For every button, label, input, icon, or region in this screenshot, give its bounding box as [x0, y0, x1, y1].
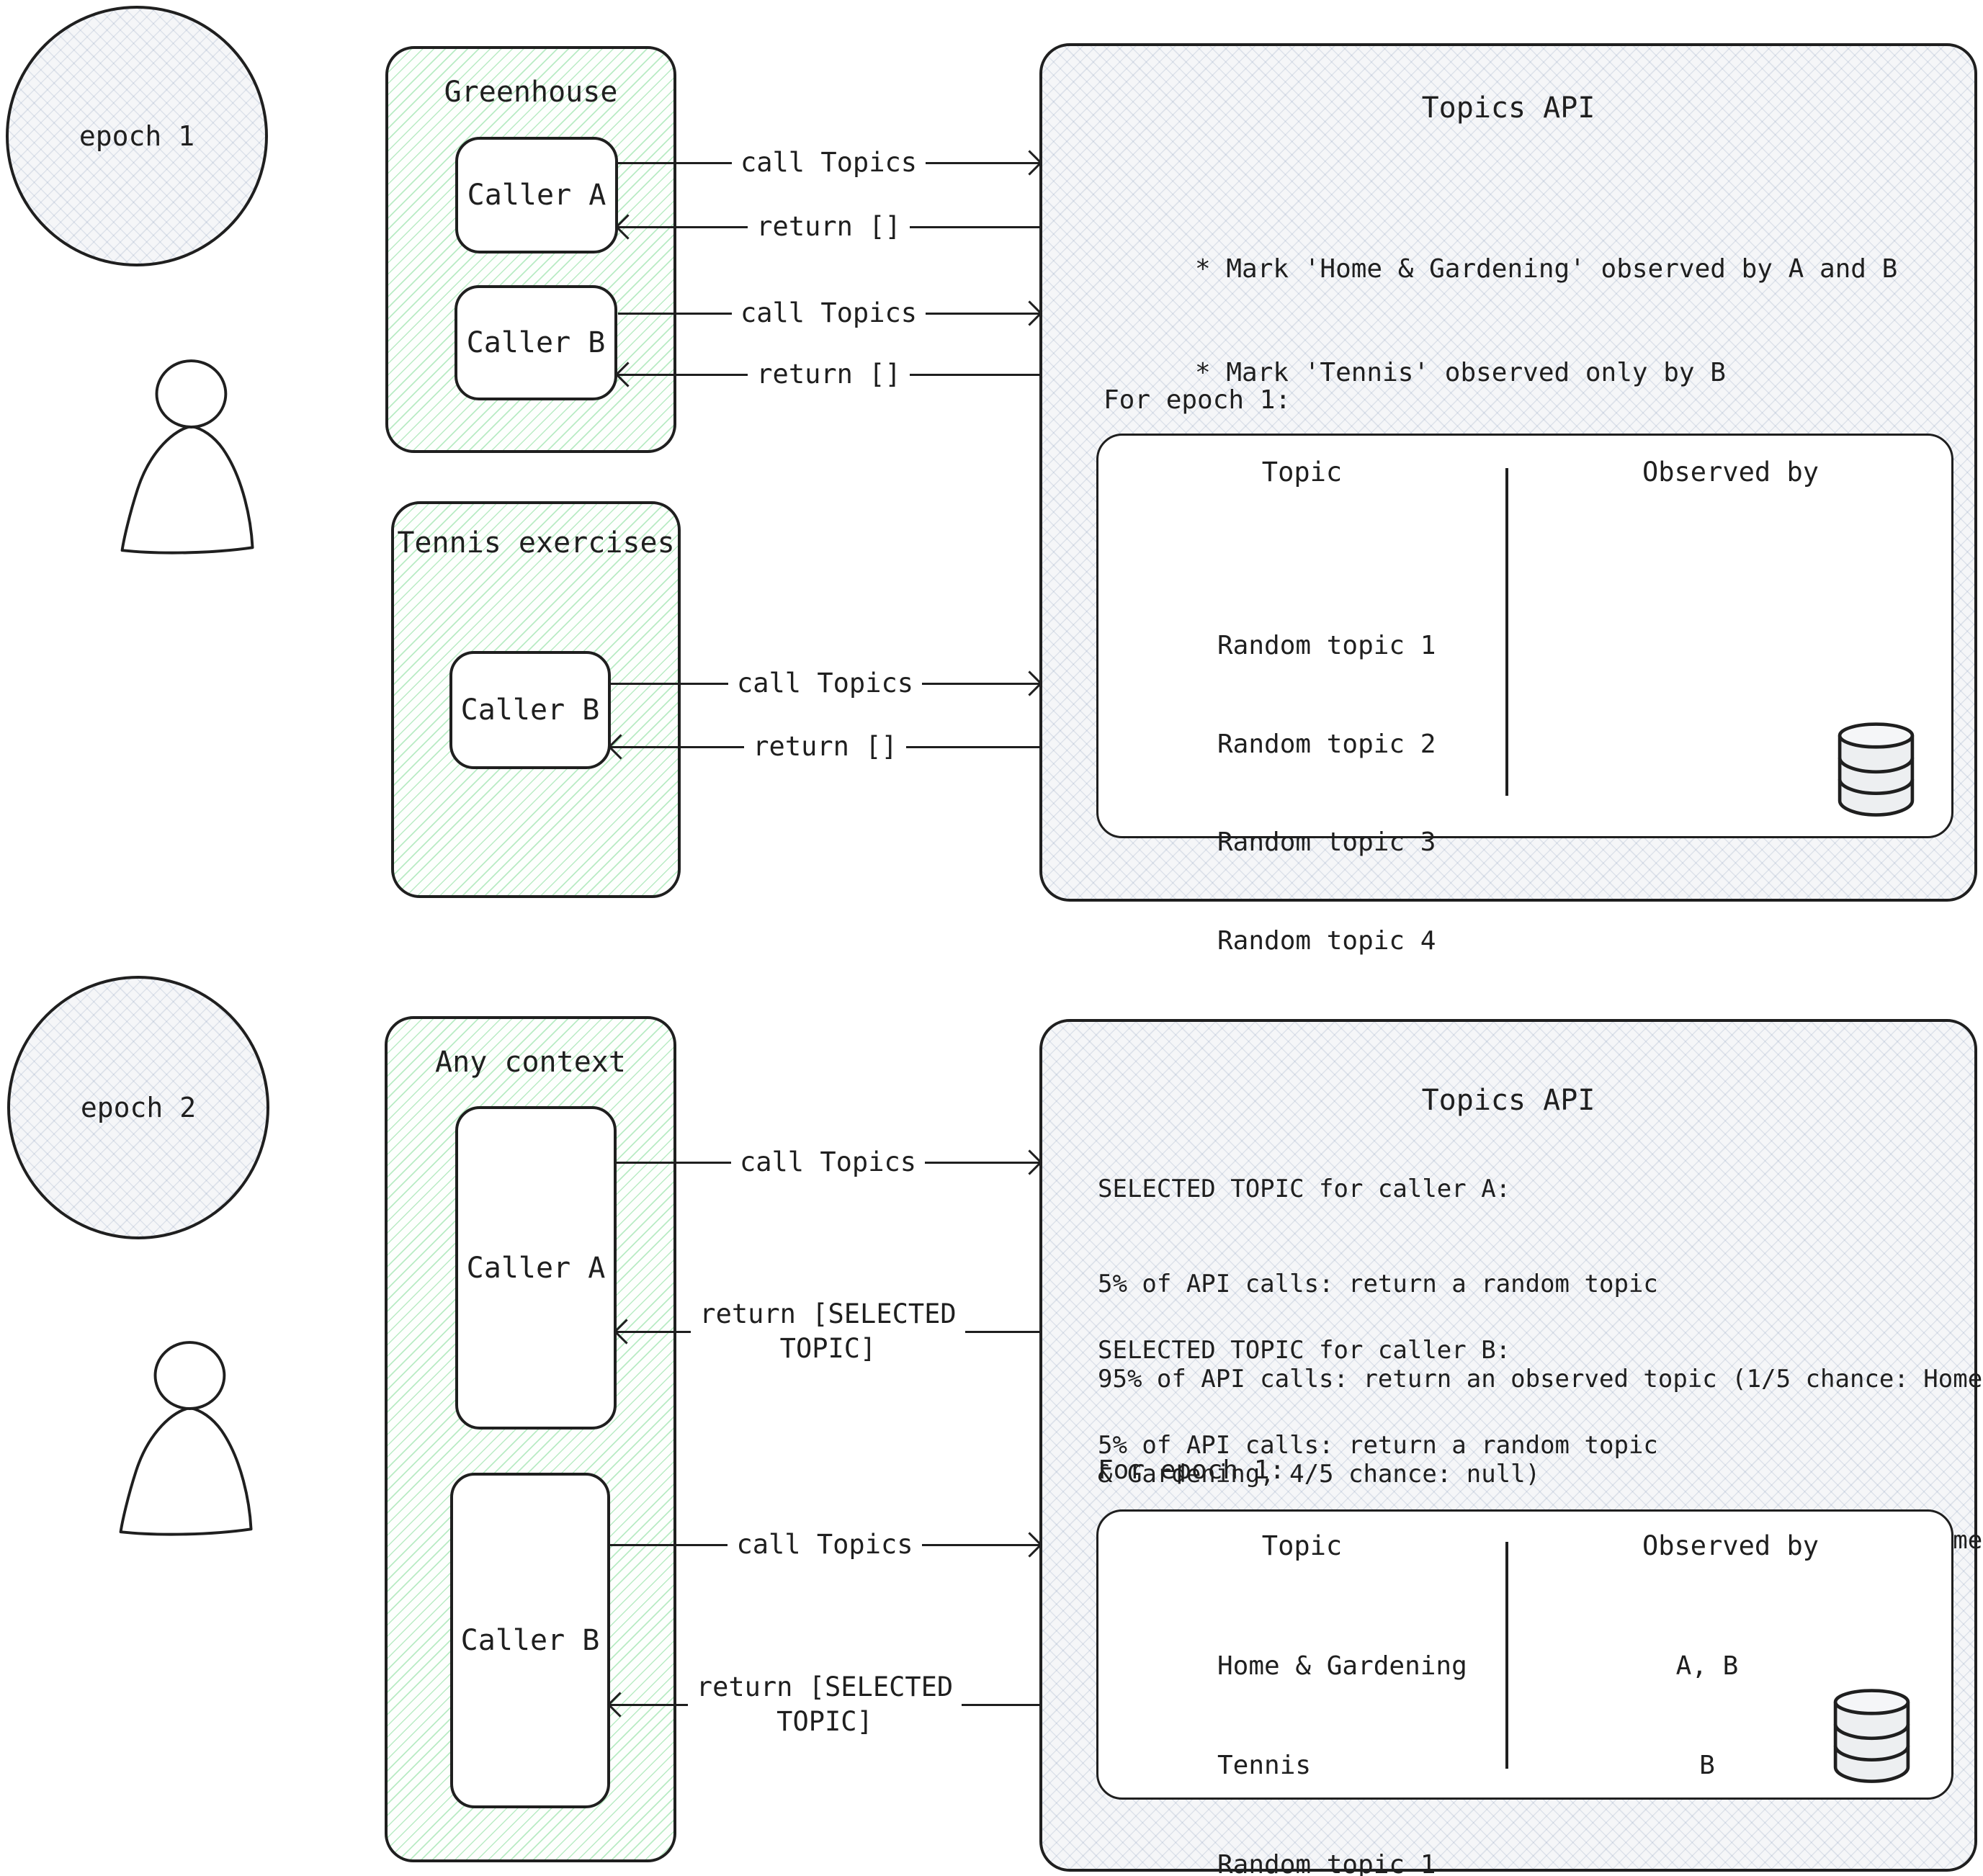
database-icon [1833, 1689, 1910, 1783]
caller-b-epoch1-box: Caller B [455, 285, 617, 400]
any-context-title: Any context [435, 1046, 626, 1079]
person-icon [119, 1341, 253, 1536]
arrowhead-left-icon [613, 1319, 640, 1345]
arrow-label: call Topics [736, 1529, 913, 1560]
api2-topic-column-header: Topic [1261, 1530, 1343, 1561]
table-row: Home & Gardening [1217, 1651, 1467, 1681]
tennis-title: Tennis exercises [397, 526, 675, 560]
greenhouse-title: Greenhouse [444, 76, 618, 109]
arrow-label: return [SELECTED TOPIC] [688, 1670, 962, 1739]
caller-b-tennis-box: Caller B [449, 651, 611, 769]
selected-topic-caller-a-text: SELECTED TOPIC for caller A: 5% of API c… [1098, 1110, 1982, 1553]
topics-api1-notes: * Mark 'Home & Gardening' observed by A … [1195, 183, 1897, 459]
selected-a-line: & Gardening, 4/5 chance: null) [1098, 1460, 1541, 1489]
arrowhead-right-icon [1016, 1149, 1043, 1175]
arrow-call-topics-caller-b-epoch1: call Topics [618, 293, 1043, 333]
api1-observed-column-header: Observed by [1642, 457, 1819, 488]
caller-a-epoch1-label: Caller A [467, 179, 606, 212]
api2-observed-list: A, B B [1505, 1584, 1909, 1849]
caller-b-tennis-label: Caller B [460, 694, 600, 727]
table-row: Tennis [1217, 1751, 1312, 1780]
table-row: Random topic 1 [1217, 631, 1436, 660]
arrow-label: call Topics [736, 668, 914, 699]
topics-api1-title: Topics API [1421, 91, 1595, 125]
api2-topic-list: Home & Gardening Tennis Random topic 1 R… [1217, 1584, 1467, 1876]
caller-b-epoch2-box: Caller B [450, 1473, 610, 1808]
table-row: Random topic 3 [1217, 827, 1436, 857]
topics-api2-title: Topics API [1421, 1084, 1595, 1117]
arrowhead-left-icon [606, 1692, 633, 1718]
arrow-label-line1: return [SELECTED [699, 1298, 957, 1329]
person-icon [120, 359, 254, 555]
api2-topics-table: Topic Observed by Home & Gardening Tenni… [1096, 1509, 1953, 1876]
selected-b-line: 5% of API calls: return a random topic [1098, 1431, 1658, 1460]
arrow-call-topics-caller-a-epoch2: call Topics [617, 1142, 1043, 1182]
table-row: Random topic 4 [1217, 925, 1436, 956]
table-row: Random topic 1 [1217, 1850, 1436, 1876]
selected-a-line: 95% of API calls: return an observed top… [1098, 1365, 1983, 1393]
arrowhead-right-icon [1016, 150, 1043, 176]
arrowhead-left-icon [614, 362, 641, 387]
api1-topic-column-header: Topic [1261, 457, 1343, 488]
topics-api-box-epoch1: Topics API * Mark 'Home & Gardening' obs… [1039, 43, 1977, 1054]
arrow-label: return [] [756, 359, 901, 390]
epoch2-circle: epoch 2 [7, 976, 269, 1239]
arrowhead-right-icon [1016, 300, 1043, 326]
caller-a-epoch2-label: Caller A [466, 1251, 606, 1285]
arrow-label: call Topics [739, 1146, 917, 1177]
arrow-return-empty-caller-a-epoch1: return [] [614, 207, 1040, 247]
caller-b-epoch1-label: Caller B [466, 326, 606, 359]
caller-a-epoch1-box: Caller A [455, 137, 618, 253]
note-mark-tennis: * Mark 'Tennis' observed only by B [1195, 358, 1726, 387]
topics-api-box-epoch2: Topics API SELECTED TOPIC for caller A: … [1039, 1019, 1982, 1876]
epoch1-label: epoch 1 [79, 120, 195, 152]
api1-epoch-heading: For epoch 1: [1104, 385, 1292, 415]
epoch1-circle: epoch 1 [6, 6, 268, 266]
table-cell: A, B [1675, 1651, 1739, 1681]
arrow-call-topics-caller-a-epoch1: call Topics [618, 143, 1043, 183]
arrow-label: call Topics [740, 147, 918, 178]
database-icon [1837, 722, 1915, 817]
caller-b-epoch2-label: Caller B [460, 1624, 600, 1657]
selected-a-line: 5% of API calls: return a random topic [1098, 1270, 1658, 1298]
arrow-label-line2: TOPIC] [779, 1333, 877, 1364]
caller-a-epoch2-box: Caller A [455, 1106, 617, 1430]
epoch2-label: epoch 2 [80, 1092, 197, 1123]
arrow-label-line1: return [SELECTED [696, 1671, 954, 1702]
selected-a-line: SELECTED TOPIC for caller A: [1098, 1175, 1511, 1203]
api1-column-divider [1505, 468, 1508, 796]
arrow-return-selected-caller-a-epoch2: return [SELECTED TOPIC] [613, 1285, 1040, 1378]
arrowhead-right-icon [1016, 670, 1043, 696]
table-row: Random topic 2 [1217, 729, 1436, 759]
api2-observed-column-header: Observed by [1642, 1530, 1819, 1561]
api1-topic-list: Random topic 1 Random topic 2 Random top… [1217, 564, 1436, 1121]
arrowhead-left-icon [607, 734, 634, 760]
arrowhead-left-icon [614, 214, 641, 240]
arrow-label: return [] [753, 731, 898, 762]
arrow-label-line2: TOPIC] [776, 1706, 873, 1737]
arrow-return-selected-caller-b-epoch2: return [SELECTED TOPIC] [606, 1658, 1040, 1751]
api1-topics-table: Topic Observed by Random topic 1 Random … [1096, 434, 1953, 1054]
arrow-label: return [SELECTED TOPIC] [691, 1297, 964, 1366]
selected-b-line: SELECTED TOPIC for caller B: [1098, 1336, 1511, 1365]
arrow-call-topics-caller-b-tennis: call Topics [611, 663, 1043, 704]
arrow-label: return [] [756, 211, 901, 242]
arrow-return-empty-caller-b-tennis: return [] [607, 727, 1040, 767]
arrowhead-right-icon [1016, 1532, 1043, 1558]
api2-column-divider [1505, 1542, 1508, 1769]
table-cell: B [1699, 1751, 1715, 1780]
arrow-label: call Topics [740, 297, 918, 328]
arrow-call-topics-caller-b-epoch2: call Topics [610, 1525, 1043, 1565]
api2-epoch-heading: For epoch 1: [1098, 1455, 1286, 1485]
arrow-return-empty-caller-b-epoch1: return [] [614, 354, 1040, 395]
note-mark-home-gardening: * Mark 'Home & Gardening' observed by A … [1195, 254, 1898, 284]
